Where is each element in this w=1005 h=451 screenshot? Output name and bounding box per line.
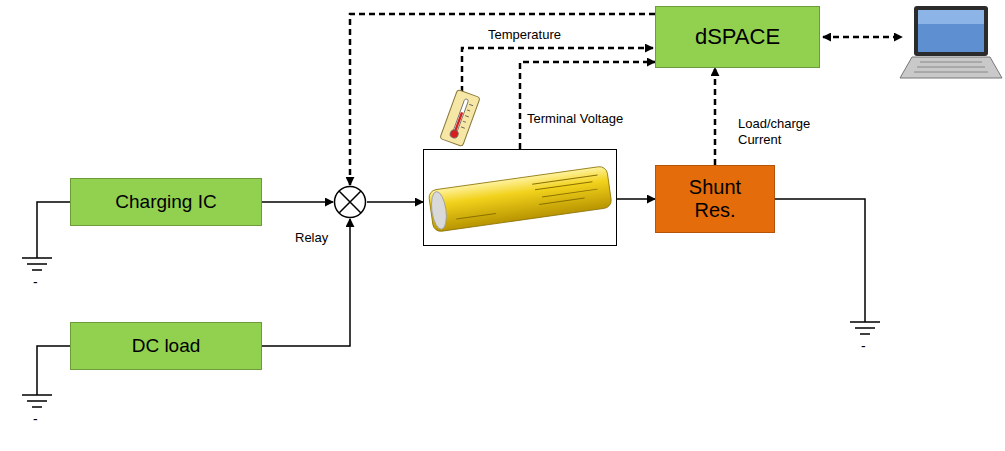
- sensor-label: Temperature: [487, 27, 562, 43]
- process-box: DC load: [70, 322, 262, 370]
- signal-line: [520, 62, 655, 149]
- pc-link: [823, 36, 902, 39]
- power-wire: [262, 219, 350, 346]
- laptop-icon: [900, 6, 1002, 78]
- controller-box: dSPACE: [655, 6, 820, 68]
- relay-symbol: [333, 185, 367, 219]
- box-label: Shunt Res.: [680, 176, 750, 222]
- power-wire: [617, 198, 655, 200]
- polarity-sign: -: [32, 411, 39, 428]
- box-label: Charging IC: [115, 191, 216, 213]
- signal-label: Terminal Voltage: [526, 111, 624, 127]
- ground-wire: [37, 346, 70, 395]
- battery-box: [423, 149, 617, 246]
- thermometer-icon: [440, 89, 480, 146]
- signal-line: [714, 68, 717, 165]
- ground-wire: [37, 202, 70, 258]
- relay-symbol: Relay: [333, 185, 367, 219]
- connector-layer: [262, 14, 715, 346]
- ground-symbol: [850, 322, 880, 334]
- battery-illustration: [424, 150, 616, 245]
- shunt-box: Shunt Res.: [655, 165, 775, 233]
- box-label: dSPACE: [695, 24, 780, 49]
- power-wire: [367, 201, 423, 203]
- ground-symbol: [22, 395, 52, 407]
- ground-symbol: [22, 258, 52, 270]
- ground-wire: [775, 199, 865, 322]
- box-label: DC load: [132, 335, 201, 357]
- process-box: Charging IC: [70, 178, 262, 226]
- polarity-sign: -: [32, 274, 39, 291]
- signal-label: Load/charge Current: [737, 116, 827, 147]
- temperature-signal: [462, 48, 653, 92]
- power-wire: [262, 201, 333, 203]
- polarity-sign: -: [860, 338, 867, 355]
- relay-label: Relay: [295, 231, 328, 246]
